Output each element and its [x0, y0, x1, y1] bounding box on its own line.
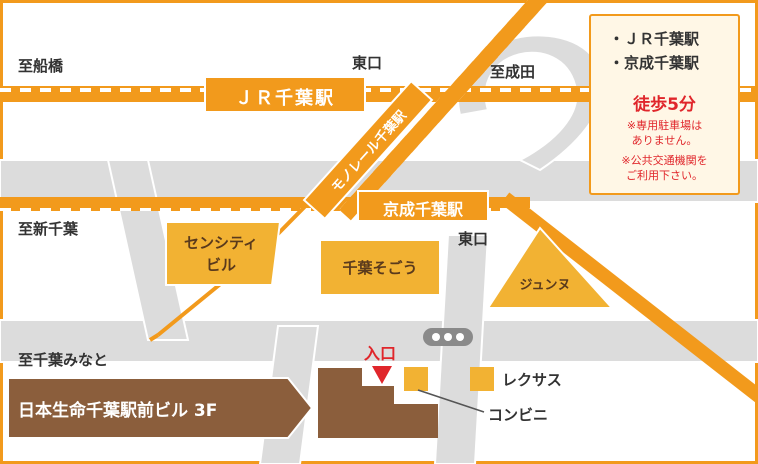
entrance-arrow	[372, 366, 392, 384]
keisei-station-box	[357, 190, 489, 222]
info-walk-time: 徒歩5分	[633, 95, 696, 115]
info-station-keisei: ・京成千葉駅	[609, 54, 700, 72]
building-convenience	[404, 367, 428, 391]
jr-station-box	[204, 76, 366, 113]
jr-station-label: ＪＲ千葉駅	[235, 88, 335, 109]
building-sogo	[319, 239, 441, 296]
info-parking-note-1: ※専用駐車場は	[626, 119, 703, 132]
info-transit-note-2: ご利用下さい。	[626, 169, 703, 182]
building-junnu	[486, 226, 615, 309]
destination-label-box	[7, 377, 314, 439]
convenience-leader-line	[417, 389, 485, 413]
jr-east-exit: 東口	[352, 54, 383, 72]
building-convenience-label: コンビニ	[488, 406, 549, 424]
access-info-box: ・ＪＲ千葉駅 ・京成千葉駅 徒歩5分 ※専用駐車場は ありません。 ※公共交通機…	[589, 14, 740, 195]
info-parking-note-2: ありません。	[631, 134, 698, 147]
info-station-jr: ・ＪＲ千葉駅	[609, 30, 700, 48]
building-lexus	[470, 367, 494, 391]
direction-shin-chiba: 至新千葉	[18, 220, 79, 238]
building-sogo-label: 千葉そごう	[342, 259, 418, 277]
info-transit-note-1: ※公共交通機関を	[621, 154, 708, 167]
keisei-east-exit: 東口	[458, 230, 489, 248]
direction-funabashi: 至船橋	[18, 57, 64, 75]
destination-label: 日本生命千葉駅前ビル 3F	[18, 401, 218, 421]
railway-diagonal-narita	[339, 0, 552, 221]
destination-building	[318, 368, 438, 438]
road-vertical-east	[433, 234, 490, 464]
building-sensiti	[165, 221, 282, 286]
direction-narita: 至成田	[490, 63, 536, 81]
building-lexus-label: レクサス	[502, 371, 562, 389]
road-horizontal-lower	[0, 319, 758, 363]
monorail-station-box	[302, 79, 434, 221]
entrance-label: 入口	[364, 344, 397, 363]
building-sensiti-label: センシティ ビル	[183, 234, 259, 274]
keisei-railway-diagonal	[500, 192, 758, 407]
jr-railway-line	[0, 86, 758, 102]
building-junnu-label: ジュンヌ	[519, 278, 571, 293]
keisei-station-label: 京成千葉駅	[382, 200, 463, 219]
direction-chiba-minato: 至千葉みなと	[18, 351, 109, 369]
